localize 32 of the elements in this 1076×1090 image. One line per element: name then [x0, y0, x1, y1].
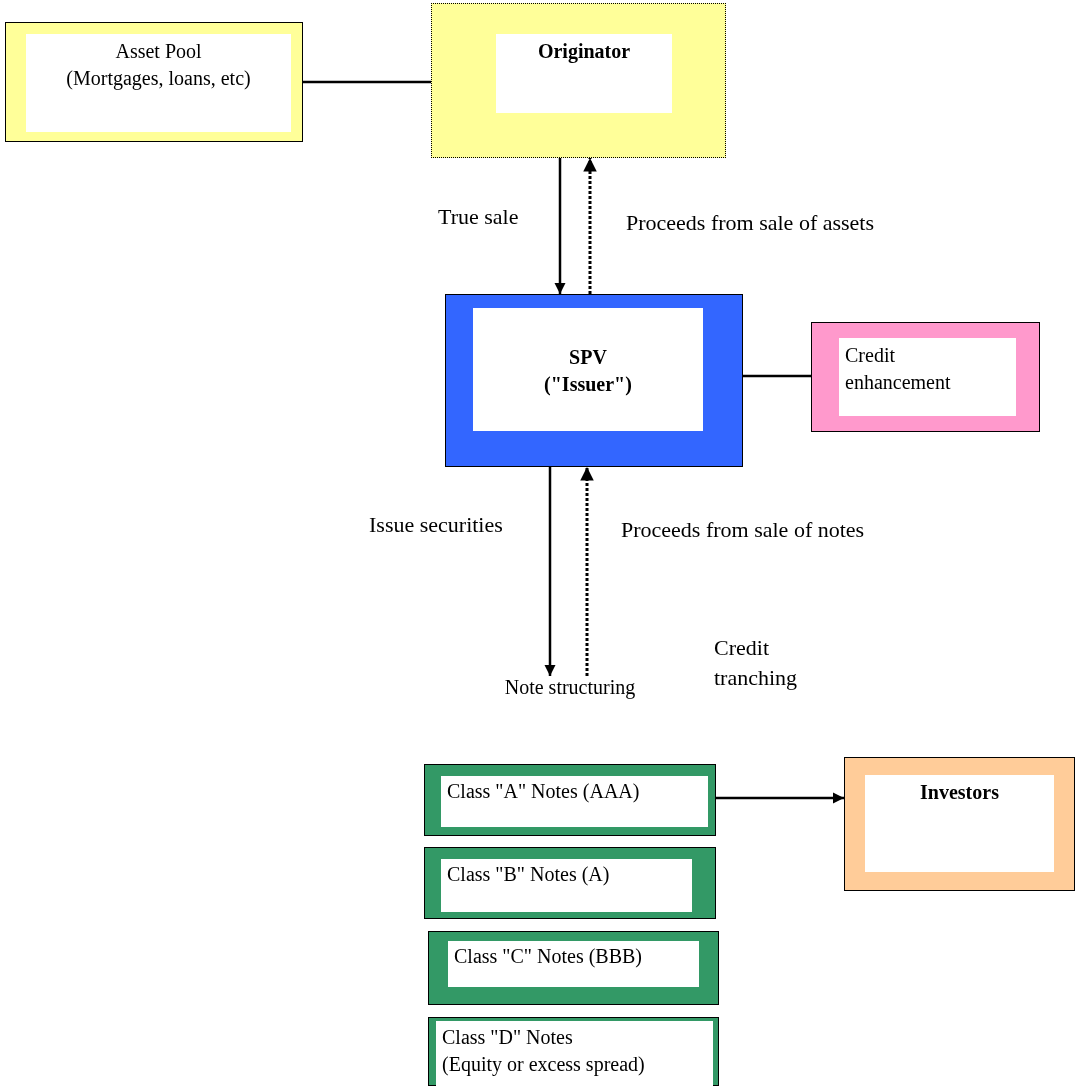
box-text: Class "D" Notes — [442, 1025, 574, 1050]
box-text: Investors — [919, 780, 1000, 805]
process-box — [424, 847, 716, 919]
process-box — [844, 757, 1075, 891]
process-box — [5, 22, 303, 142]
box-text: SPV ("Issuer") — [543, 345, 633, 398]
process-box — [424, 764, 716, 836]
arrow — [554, 158, 566, 294]
edge-label: Issue securities — [369, 511, 503, 539]
edge-label: Proceeds from sale of assets — [626, 209, 875, 237]
edge-label: True sale — [438, 203, 519, 231]
arrow — [716, 792, 844, 804]
box-text: Class "C" Notes (BBB) — [454, 944, 643, 970]
box-text: Class "A" Notes (AAA) — [447, 779, 641, 805]
process-box — [811, 322, 1040, 432]
box-text: Asset Pool — [114, 39, 203, 64]
dotted-arrow — [583, 158, 597, 294]
connector-line — [303, 80, 431, 84]
process-label: Note structuring — [484, 676, 656, 704]
box-text: (Mortgages, loans, etc) — [65, 66, 252, 92]
box-text: Originator — [536, 39, 632, 65]
box-text: Class "B" Notes (A) — [447, 862, 611, 888]
edge-label: Proceeds from sale of notes — [621, 516, 865, 544]
note-text: Credit tranching — [714, 634, 799, 692]
box-text: (Equity or excess spread) — [442, 1052, 646, 1078]
dotted-arrow — [580, 467, 594, 676]
process-box — [428, 931, 719, 1005]
box-text: Credit enhancement — [845, 343, 952, 395]
process-box — [445, 294, 743, 467]
connector-line — [743, 374, 811, 378]
process-box — [431, 3, 726, 158]
arrow — [544, 467, 556, 676]
